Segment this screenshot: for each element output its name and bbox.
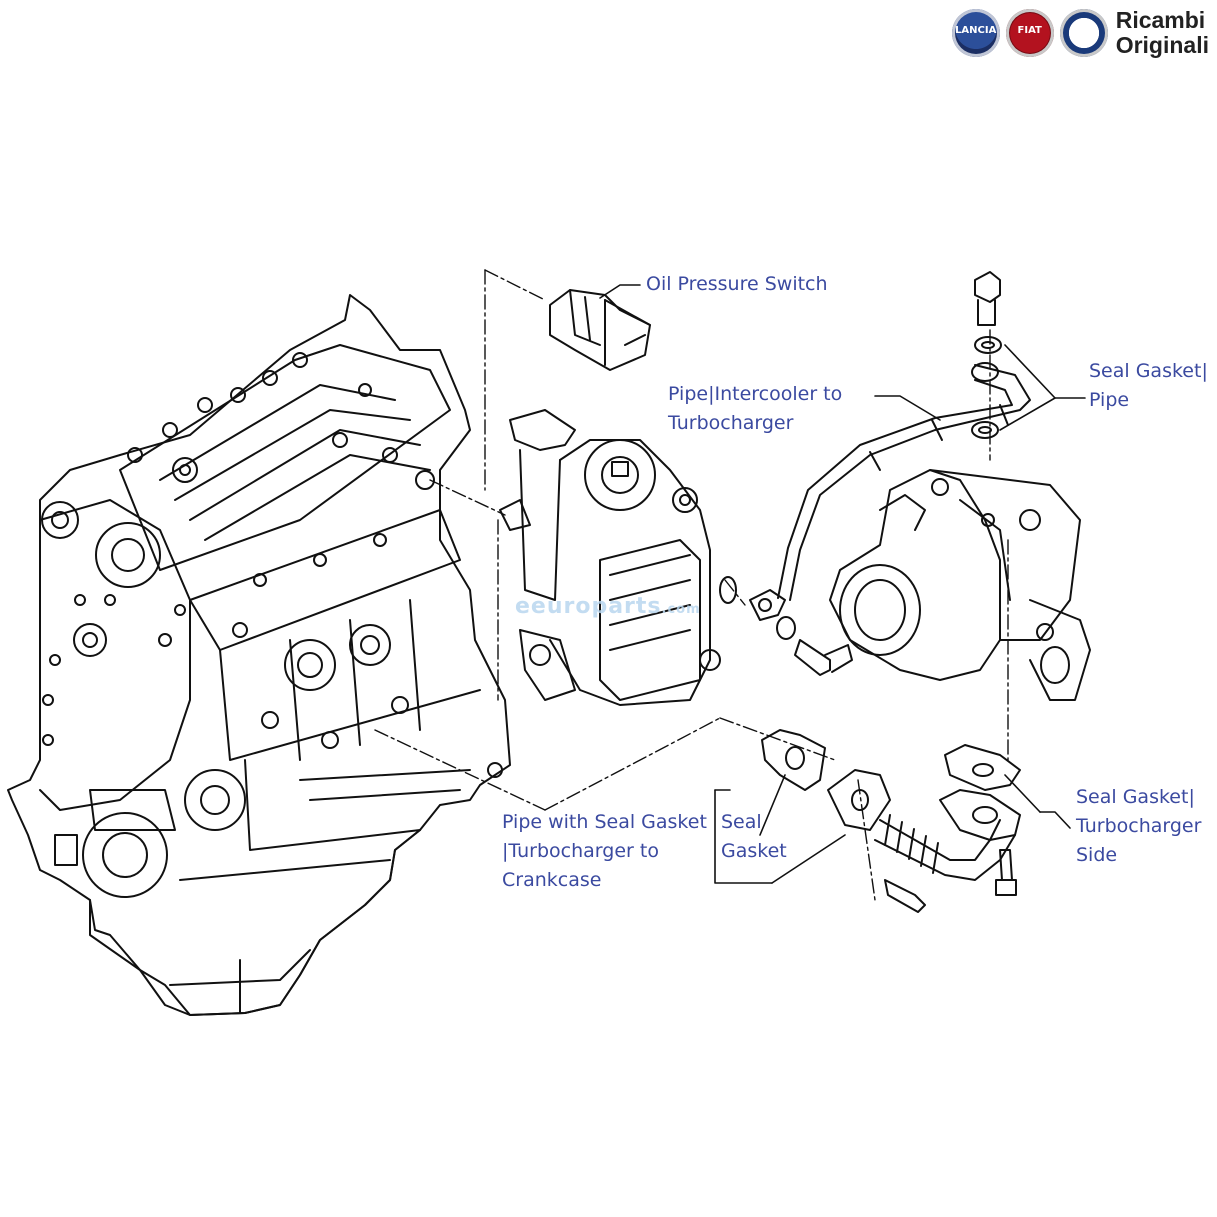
callout-seal-gasket-turbo-line1: Seal Gasket| [1076,786,1195,808]
callout-leaders [599,284,1086,884]
lancia-logo-text: LANCIA [955,25,997,36]
callout-seal-gasket-line1: Seal [721,811,762,833]
callout-seal-gasket-pipe-line1: Seal Gasket| [1089,360,1208,382]
fiat-logo-text: FIAT [1017,25,1042,36]
callout-seal-gasket-line2: Gasket [721,840,787,862]
fiat-logo: FIAT [1005,9,1054,57]
turbocharger-part [829,469,1091,701]
pipe-seal-gaskets [971,271,1002,439]
seal-gasket-turbocharger-side-part [944,744,1021,791]
callout-seal-gasket-turbocharger-side: Seal Gasket| Turbocharger Side [1076,783,1201,870]
callout-pipe-seal-gasket-line2: |Turbocharger to [502,840,659,862]
engine-block [7,294,511,1016]
brand-wordmark: Ricambi Originali [1116,8,1209,58]
alfa-romeo-logo [1059,9,1108,57]
callout-pipe-with-seal-gasket: Pipe with Seal Gasket |Turbocharger to C… [502,808,707,895]
callout-seal-gasket-pipe: Seal Gasket| Pipe [1089,357,1208,415]
callout-pipe-intercooler-to-turbocharger: Pipe|Intercooler to Turbocharger [668,380,842,438]
flange-bolts [884,849,1017,913]
oil-pressure-switch-part [549,289,651,371]
banjo-bolt [794,639,853,676]
intercooler-pipe-part [749,362,1031,640]
callout-pipe-seal-gasket-line3: Crankcase [502,869,602,891]
turbo-to-crankcase-pipe-part [761,729,1021,881]
callout-seal-gasket-turbo-line3: Side [1076,844,1118,866]
callout-seal-gasket-pipe-line2: Pipe [1089,389,1130,411]
brand-line-1: Ricambi [1115,7,1206,33]
lancia-logo: LANCIA [951,9,1000,57]
brand-header: LANCIA FIAT Ricambi Originali [951,8,1209,58]
callout-seal-gasket: Seal Gasket [721,808,787,866]
oil-filter-housing-part [499,409,737,706]
callout-oil-pressure-switch-text: Oil Pressure Switch [646,273,828,295]
callout-pipe-intercooler-line1: Pipe|Intercooler to [668,383,843,405]
callout-pipe-intercooler-line2: Turbocharger [668,412,794,434]
callout-seal-gasket-turbo-line2: Turbocharger [1076,815,1202,837]
callout-pipe-seal-gasket-line1: Pipe with Seal Gasket [502,811,707,833]
brand-line-2: Originali [1115,32,1209,58]
callout-oil-pressure-switch: Oil Pressure Switch [646,270,828,299]
watermark: eeuroparts.com [515,594,701,619]
